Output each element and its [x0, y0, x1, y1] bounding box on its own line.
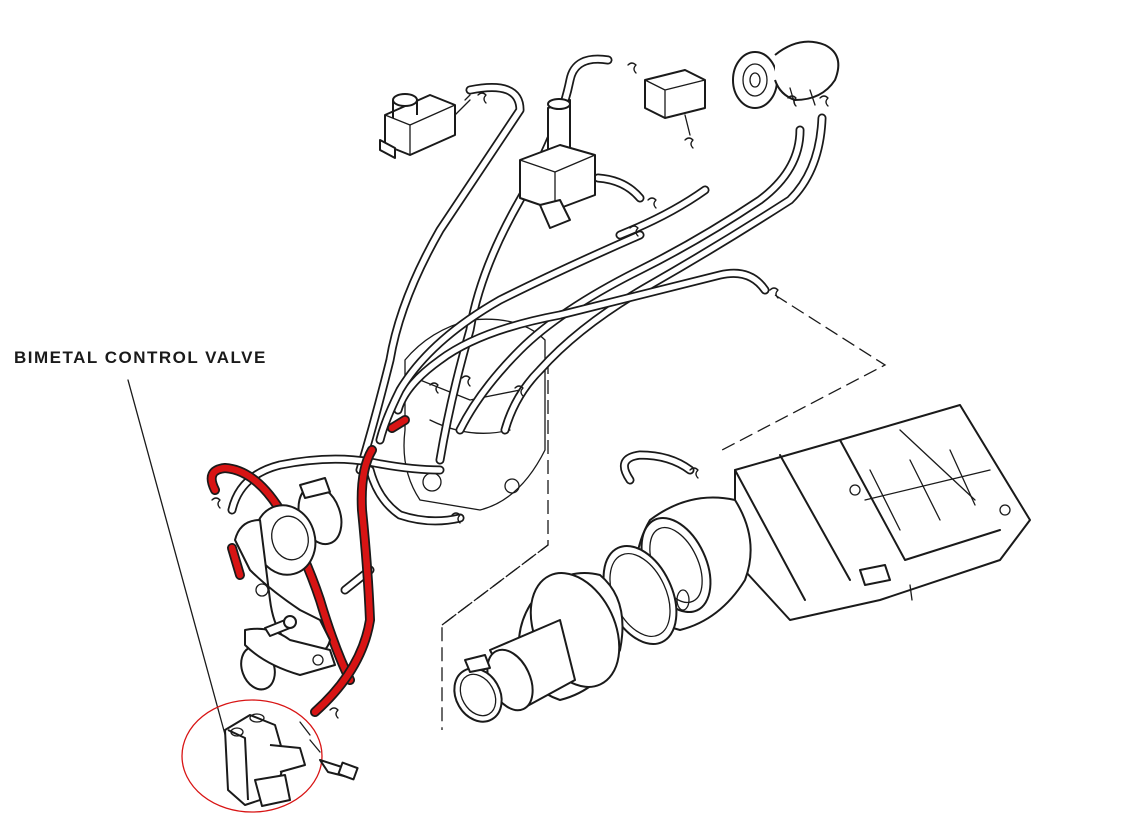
callout-leader-line: [127, 379, 233, 761]
air-control-valve-icon: [732, 40, 840, 109]
bimetal-control-valve-label: BIMETAL CONTROL VALVE: [14, 348, 267, 367]
vacuum-solenoid-valve-icon: [379, 93, 471, 159]
air-cleaner-housing-icon: [734, 404, 1031, 621]
highlight-circle: [181, 699, 323, 813]
egr-valve-assembly: [234, 504, 336, 676]
vacuum-hoses: [227, 54, 827, 595]
clip-icon: [211, 62, 829, 719]
assembly-dashed-lines: [441, 294, 887, 730]
bolt-icon: [264, 615, 359, 781]
throttle-body-icon: [519, 98, 596, 229]
bimetal-control-valve-icon: [224, 713, 321, 807]
intake-duct: [486, 496, 752, 712]
control-solenoid-valve-icon: [644, 69, 706, 136]
